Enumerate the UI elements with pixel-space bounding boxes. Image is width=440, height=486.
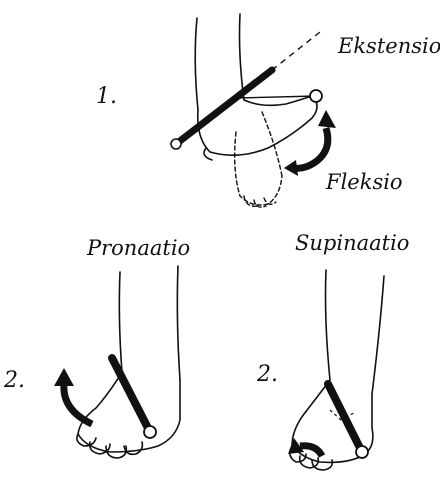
leg-left-outline xyxy=(195,18,198,110)
supination-label: Supinaatio xyxy=(295,233,409,254)
step-2-left-label: 2. xyxy=(4,370,25,392)
flexion-label: Fleksio xyxy=(326,172,403,193)
goniometer-moving-cap xyxy=(310,90,322,102)
curved-arrow-icon xyxy=(288,438,322,456)
goniometer-end-cap xyxy=(171,139,181,149)
leg-right-outline xyxy=(240,14,245,100)
foot-flexed-dashed xyxy=(235,112,282,207)
foot-pronation xyxy=(77,266,180,458)
goniometer-supination xyxy=(328,384,368,458)
goniometer-axis-dashed xyxy=(272,32,320,70)
pronation-label: Pronaatio xyxy=(87,238,190,259)
curved-arrow-icon xyxy=(54,368,92,424)
leg-right-outline xyxy=(177,266,180,380)
leg-right-outline xyxy=(372,276,384,394)
foot-supination xyxy=(290,270,384,470)
goniometer-stationary-arm xyxy=(176,70,272,144)
goniometer-moving-arm xyxy=(236,96,316,98)
extension-label: Ekstensio xyxy=(338,36,440,57)
goniometer-top xyxy=(171,32,322,149)
leg-left-outline xyxy=(326,270,331,380)
goniometer-pronation xyxy=(112,358,156,438)
leg-left-outline xyxy=(119,272,122,372)
step-1-label: 1. xyxy=(96,86,117,108)
step-2-right-label: 2. xyxy=(257,364,278,386)
foot-lateral-view xyxy=(195,14,317,160)
